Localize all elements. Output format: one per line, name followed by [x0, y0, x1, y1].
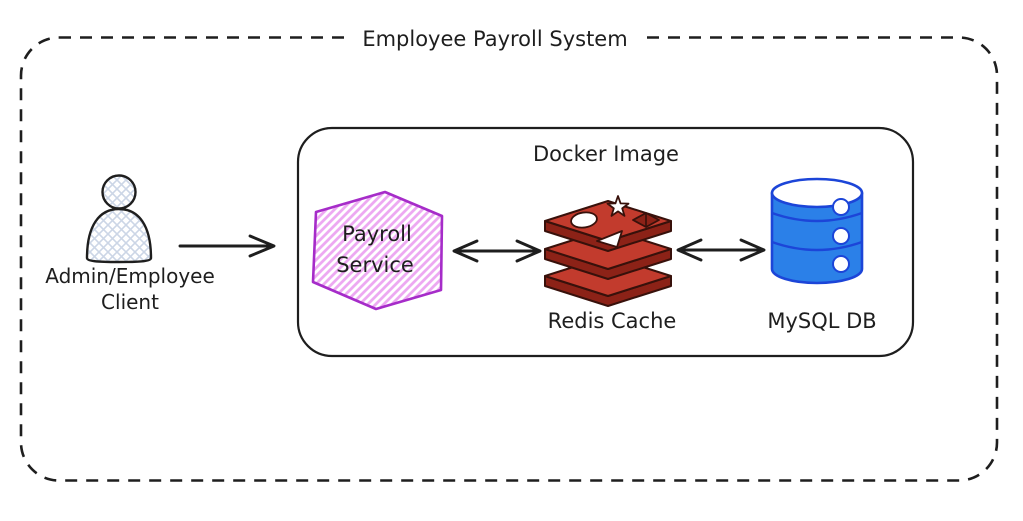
redis-cache-node: Redis Cache: [544, 195, 677, 333]
redis-triangle-decoration: [596, 230, 623, 248]
cylinder-dot-3: [832, 255, 850, 273]
payroll-hexagon: [311, 190, 444, 311]
system-title-backing: [346, 26, 644, 51]
system-title: Employee Payroll System: [362, 27, 627, 51]
cylinder-separator-1: [771, 211, 863, 223]
redis-slab-top-top: [544, 200, 672, 242]
database-cylinder-icon: [770, 177, 864, 285]
cylinder-dot-1: [832, 198, 850, 216]
arrow-head-left: [452, 239, 479, 263]
arrow-head-right: [248, 234, 276, 258]
client-node: Admin/Employee Client: [45, 174, 215, 314]
redis-star-decoration: [606, 195, 630, 217]
payroll-redis-arrow: [452, 239, 542, 263]
mysql-db-node: MySQL DB: [767, 177, 877, 333]
redis-mysql-arrow: [676, 238, 766, 262]
payroll-label-line2: Service: [336, 253, 414, 277]
redis-icon: [544, 195, 672, 307]
person-icon: [85, 174, 153, 264]
system-boundary: Employee Payroll System: [19, 26, 999, 482]
docker-image-label: Docker Image: [533, 142, 679, 166]
client-label-line2: Client: [101, 290, 159, 314]
client-to-docker-arrow: [178, 234, 276, 258]
redis-label: Redis Cache: [548, 309, 677, 333]
client-label-line1: Admin/Employee: [45, 264, 215, 288]
mysql-label: MySQL DB: [767, 309, 876, 333]
redis-ellipse-decoration: [570, 211, 598, 229]
arrow-head-left: [676, 238, 703, 262]
arrow-head-right: [515, 239, 542, 263]
arrow-head-right: [739, 238, 766, 262]
payroll-label-line1: Payroll: [342, 222, 412, 246]
payroll-service-node: Payroll Service: [311, 190, 444, 311]
cylinder-separator-2: [771, 240, 863, 252]
person-body: [85, 207, 153, 264]
person-head: [101, 174, 137, 210]
cylinder-dot-2: [832, 227, 850, 245]
